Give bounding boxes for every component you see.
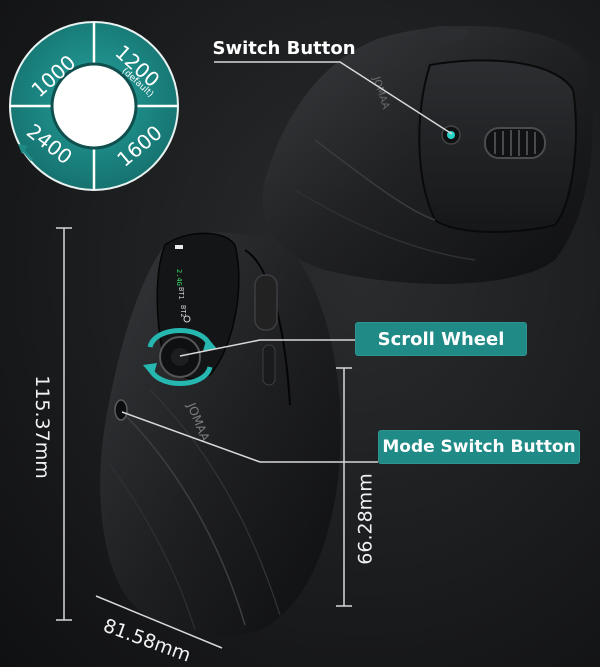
- svg-text:BT1: BT1: [177, 287, 185, 300]
- mouse-top-view: 2.4G BT1 BT2 JOMAA: [95, 225, 355, 645]
- svg-text:2.4G: 2.4G: [175, 269, 183, 286]
- mode-switch-button-label: Mode Switch Button: [378, 430, 580, 464]
- switch-button-label: Switch Button: [212, 37, 356, 59]
- dpi-dial: 1000 1200 (default) 2400 1600: [8, 20, 180, 192]
- svg-text:BT2: BT2: [179, 305, 187, 318]
- height-dimension-label: 66.28mm: [354, 473, 377, 565]
- length-dimension-label: 115.37mm: [30, 375, 53, 479]
- scroll-wheel-label: Scroll Wheel: [355, 322, 527, 356]
